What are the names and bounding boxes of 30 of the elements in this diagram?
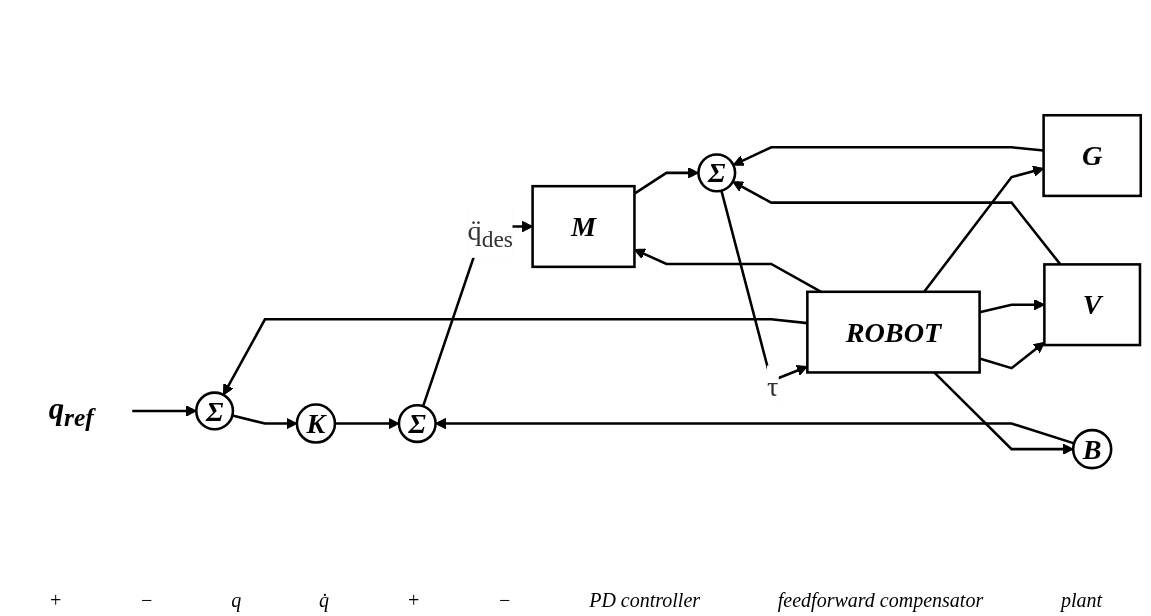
arrow (435, 417, 1075, 445)
text-label: − (139, 589, 155, 612)
arrow (334, 417, 400, 429)
text-label: q (230, 589, 243, 612)
node-circle: Σ (397, 403, 437, 443)
arrow (222, 317, 808, 396)
node-circle: Σ (195, 391, 235, 431)
edge-label: τ (767, 370, 779, 403)
arrow (979, 341, 1045, 370)
text-label: PD controller (588, 589, 702, 612)
arrow (732, 145, 1044, 166)
text-label: − (496, 589, 513, 612)
text-label: q̇ (318, 589, 330, 612)
text-label: + (47, 589, 64, 612)
node-box: ROBOT (806, 290, 981, 374)
node-circle: K (295, 403, 337, 444)
text-label: feedforward compensator (776, 589, 985, 612)
node-box: G (1042, 113, 1143, 197)
node-circle: Σ (697, 153, 737, 193)
node-box: M (531, 184, 636, 268)
node-box: V (1043, 262, 1142, 347)
arrow (732, 180, 1062, 265)
edge-label: q̈$_{des}$ (467, 213, 513, 252)
arrow (979, 298, 1045, 314)
node-circle: B (1071, 428, 1113, 470)
node-text: q$_{ref}$ (48, 391, 94, 432)
text-label: plant (1059, 589, 1104, 612)
text-label: + (405, 589, 422, 612)
arrow (132, 405, 197, 417)
arrow (232, 413, 298, 429)
